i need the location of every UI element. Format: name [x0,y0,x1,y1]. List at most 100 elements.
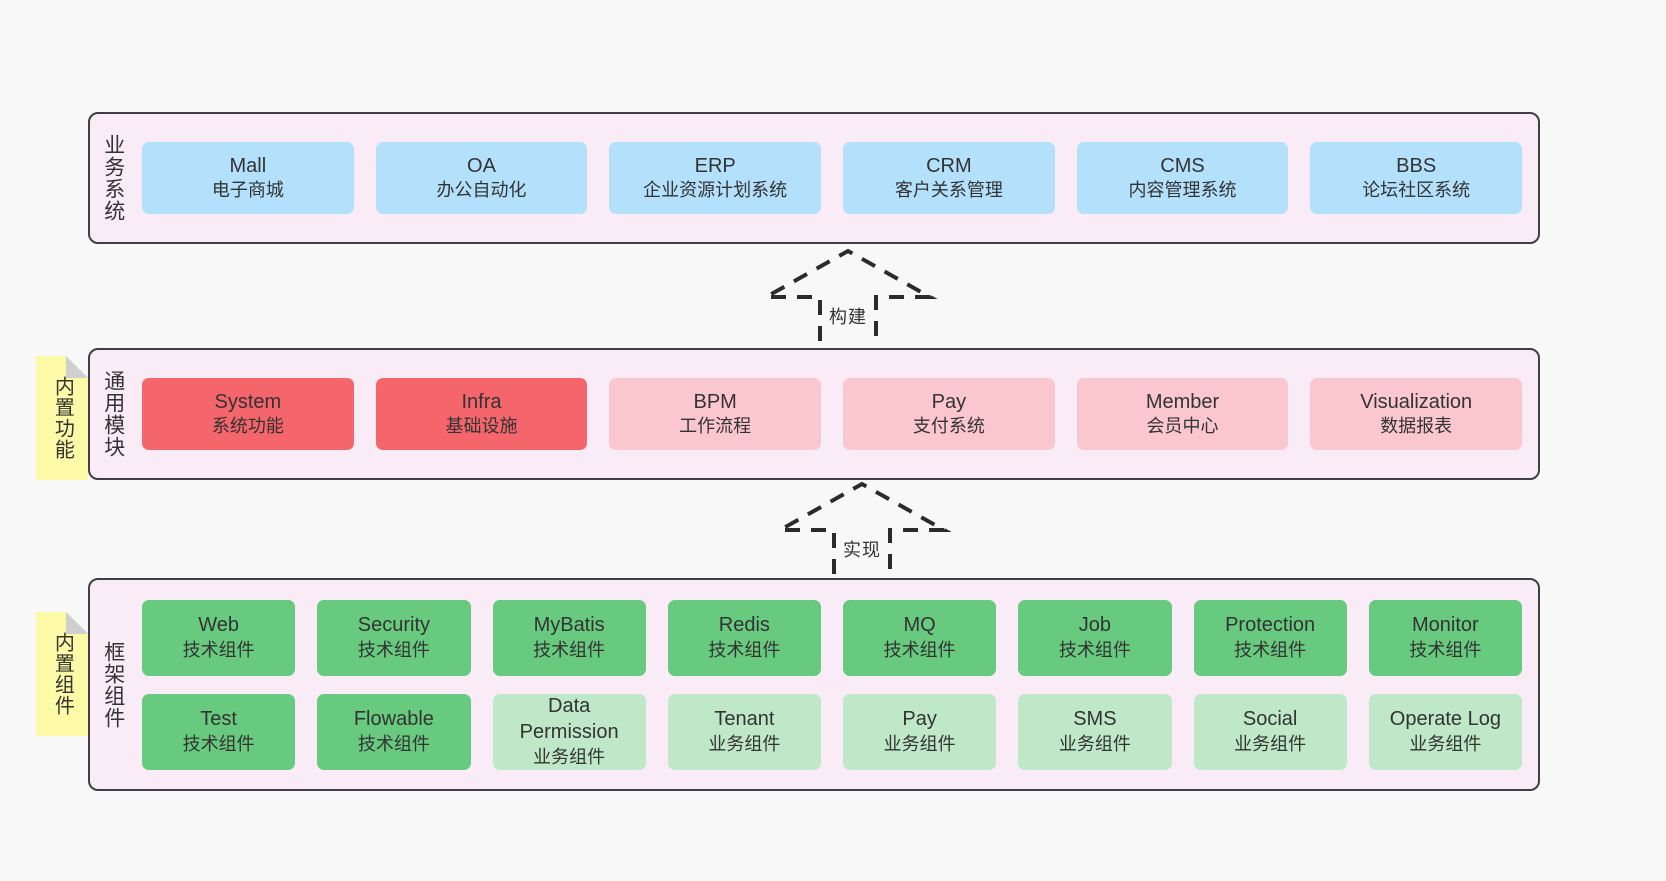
card-title: Pay [902,708,937,731]
card-title: Tenant [714,708,775,731]
layer-framework-components: 框架组件 Web 技术组件 Security 技术组件 MyBatis 技术组件… [88,578,1540,791]
card-title: Pay [931,390,967,413]
card-operate-log[interactable]: Operate Log 业务组件 [1368,693,1522,770]
card-sms[interactable]: SMS 业务组件 [1018,693,1172,770]
card-title: Data Permission [519,695,619,743]
card-subtitle: 工作流程 [679,416,752,437]
card-redis[interactable]: Redis 技术组件 [667,599,821,676]
card-protection[interactable]: Protection 技术组件 [1193,599,1347,676]
card-subtitle: 基础设施 [445,416,518,437]
card-title: ERP [694,154,736,177]
card-subtitle: 企业资源计划系统 [643,180,788,201]
card-test[interactable]: Test 技术组件 [142,693,296,770]
card-title: BPM [693,390,737,413]
card-subtitle: 客户关系管理 [894,180,1003,201]
card-title: Redis [718,614,770,637]
card-subtitle: 技术组件 [357,639,430,660]
card-web[interactable]: Web 技术组件 [142,599,296,676]
layer-common-modules-title: 通用模块 [101,370,125,458]
card-title: Flowable [353,708,434,731]
card-pay-business[interactable]: Pay 业务组件 [843,693,997,770]
card-row: Web 技术组件 Security 技术组件 MyBatis 技术组件 Redi… [142,599,1522,676]
card-visualization[interactable]: Visualization 数据报表 [1310,378,1523,450]
layer-business-systems-title: 业务系统 [101,134,125,222]
sticky-note-builtin-function-label: 内置功能 [51,376,74,460]
card-title: Monitor [1412,614,1479,637]
card-subtitle: 业务组件 [708,733,781,754]
card-subtitle: 论坛社区系统 [1362,180,1471,201]
card-monitor[interactable]: Monitor 技术组件 [1368,599,1522,676]
layer-business-systems: 业务系统 Mall 电子商城 OA 办公自动化 ERP 企业资源计划系统 CRM… [88,112,1540,244]
card-job[interactable]: Job 技术组件 [1018,599,1172,676]
card-erp[interactable]: ERP 企业资源计划系统 [609,142,822,214]
card-subtitle: 技术组件 [708,639,781,660]
card-bbs[interactable]: BBS 论坛社区系统 [1310,142,1523,214]
card-social[interactable]: Social 业务组件 [1193,693,1347,770]
layer-framework-components-title: 框架组件 [101,640,125,729]
card-subtitle: 数据报表 [1380,416,1453,437]
card-system[interactable]: System 系统功能 [142,378,354,450]
card-bpm[interactable]: BPM 工作流程 [609,378,822,450]
card-subtitle: 业务组件 [1409,733,1482,754]
card-title: Test [200,708,237,731]
card-member[interactable]: Member 会员中心 [1076,378,1289,450]
sticky-note-builtin-function: 内置功能 [36,356,88,480]
sticky-note-builtin-component-label: 内置组件 [51,632,74,716]
card-data-permission[interactable]: Data Permission 业务组件 [492,693,646,770]
connector-build-arrow: 构建 [758,245,938,345]
card-subtitle: 技术组件 [357,733,430,754]
card-title: Member [1145,390,1220,413]
card-cms[interactable]: CMS 内容管理系统 [1076,142,1289,214]
card-title: Security [357,614,430,637]
layer-framework-components-cards: Web 技术组件 Security 技术组件 MyBatis 技术组件 Redi… [136,580,1538,789]
card-row: Mall 电子商城 OA 办公自动化 ERP 企业资源计划系统 CRM 客户关系… [142,142,1523,214]
card-title: OA [467,154,496,177]
card-title: Protection [1225,614,1316,637]
card-subtitle: 业务组件 [883,733,956,754]
card-subtitle: 会员中心 [1146,416,1219,437]
card-title: CMS [1160,154,1205,177]
card-title: Web [198,614,239,637]
connector-build-label: 构建 [829,307,867,327]
card-infra[interactable]: Infra 基础设施 [375,378,588,450]
card-title: MyBatis [533,614,605,637]
card-subtitle: 办公自动化 [436,180,527,201]
layer-common-modules-cards: System 系统功能 Infra 基础设施 BPM 工作流程 Pay 支付系统… [136,350,1538,478]
card-mall[interactable]: Mall 电子商城 [142,142,354,214]
card-row: System 系统功能 Infra 基础设施 BPM 工作流程 Pay 支付系统… [142,378,1523,450]
card-subtitle: 技术组件 [1234,639,1307,660]
card-subtitle: 技术组件 [1058,639,1131,660]
card-title: Operate Log [1389,708,1501,731]
layer-business-systems-cards: Mall 电子商城 OA 办公自动化 ERP 企业资源计划系统 CRM 客户关系… [136,114,1538,242]
card-subtitle: 技术组件 [182,639,255,660]
card-tenant[interactable]: Tenant 业务组件 [667,693,821,770]
dashed-arrow-up-icon [772,481,952,574]
card-subtitle: 技术组件 [533,639,606,660]
connector-implement-arrow: 实现 [772,478,952,578]
card-title: System [214,390,282,413]
card-flowable[interactable]: Flowable 技术组件 [317,693,471,770]
card-subtitle: 技术组件 [883,639,956,660]
card-mq[interactable]: MQ 技术组件 [843,599,997,676]
card-subtitle: 业务组件 [533,746,606,767]
card-title: Job [1078,614,1111,637]
connector-implement-label: 实现 [843,540,881,560]
card-subtitle: 内容管理系统 [1128,180,1237,201]
card-subtitle: 技术组件 [182,733,255,754]
dashed-arrow-up-icon [758,248,938,341]
card-crm[interactable]: CRM 客户关系管理 [843,142,1055,214]
card-mybatis[interactable]: MyBatis 技术组件 [492,599,646,676]
card-title: Infra [461,390,502,413]
card-title: Mall [229,154,267,177]
card-title: MQ [903,614,936,637]
card-title: SMS [1073,708,1117,731]
card-security[interactable]: Security 技术组件 [317,599,471,676]
sticky-note-builtin-component: 内置组件 [36,612,88,736]
card-row: Test 技术组件 Flowable 技术组件 Data Permission … [142,693,1522,770]
card-subtitle: 电子商城 [211,180,284,201]
card-oa[interactable]: OA 办公自动化 [375,142,588,214]
card-pay[interactable]: Pay 支付系统 [843,378,1055,450]
layer-common-modules: 通用模块 System 系统功能 Infra 基础设施 BPM 工作流程 Pay… [88,348,1540,480]
card-title: Social [1242,708,1298,731]
card-subtitle: 系统功能 [211,416,284,437]
